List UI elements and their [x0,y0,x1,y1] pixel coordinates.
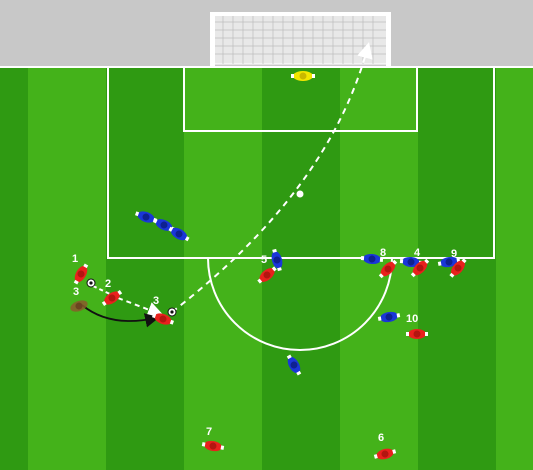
label-player-4: 4 [414,247,421,259]
six-yard-box [183,67,418,132]
label-player-3-end: 3 [153,295,159,307]
goalkeeper [291,71,315,81]
label-player-1: 1 [72,253,78,265]
ball-start [86,278,96,288]
run-path-3 [81,304,160,328]
label-player-6: 6 [378,432,384,444]
player-3-start [70,300,88,312]
label-player-5: 5 [261,254,267,266]
pitch-markings [0,66,533,351]
attackers [70,256,469,462]
penalty-arc [207,257,393,351]
penalty-box [107,67,495,259]
left-goalpost [210,12,215,67]
pass-line-2-3 [117,297,164,318]
label-player-7: 7 [206,426,212,438]
pitch-stripes [0,66,533,470]
right-goalpost [386,12,391,67]
label-player-10: 10 [406,313,418,325]
player-numbers: 1 2 3 3 5 8 4 9 10 7 6 [72,247,457,444]
label-player-9: 9 [451,248,457,260]
label-player-2: 2 [105,278,111,290]
pass-line-1-2 [92,285,113,296]
penalty-spot [296,190,304,198]
shot-path [171,42,373,313]
ball [167,307,177,317]
label-player-3-start: 3 [73,286,79,298]
crossbar [210,12,391,16]
label-player-8: 8 [380,247,386,259]
